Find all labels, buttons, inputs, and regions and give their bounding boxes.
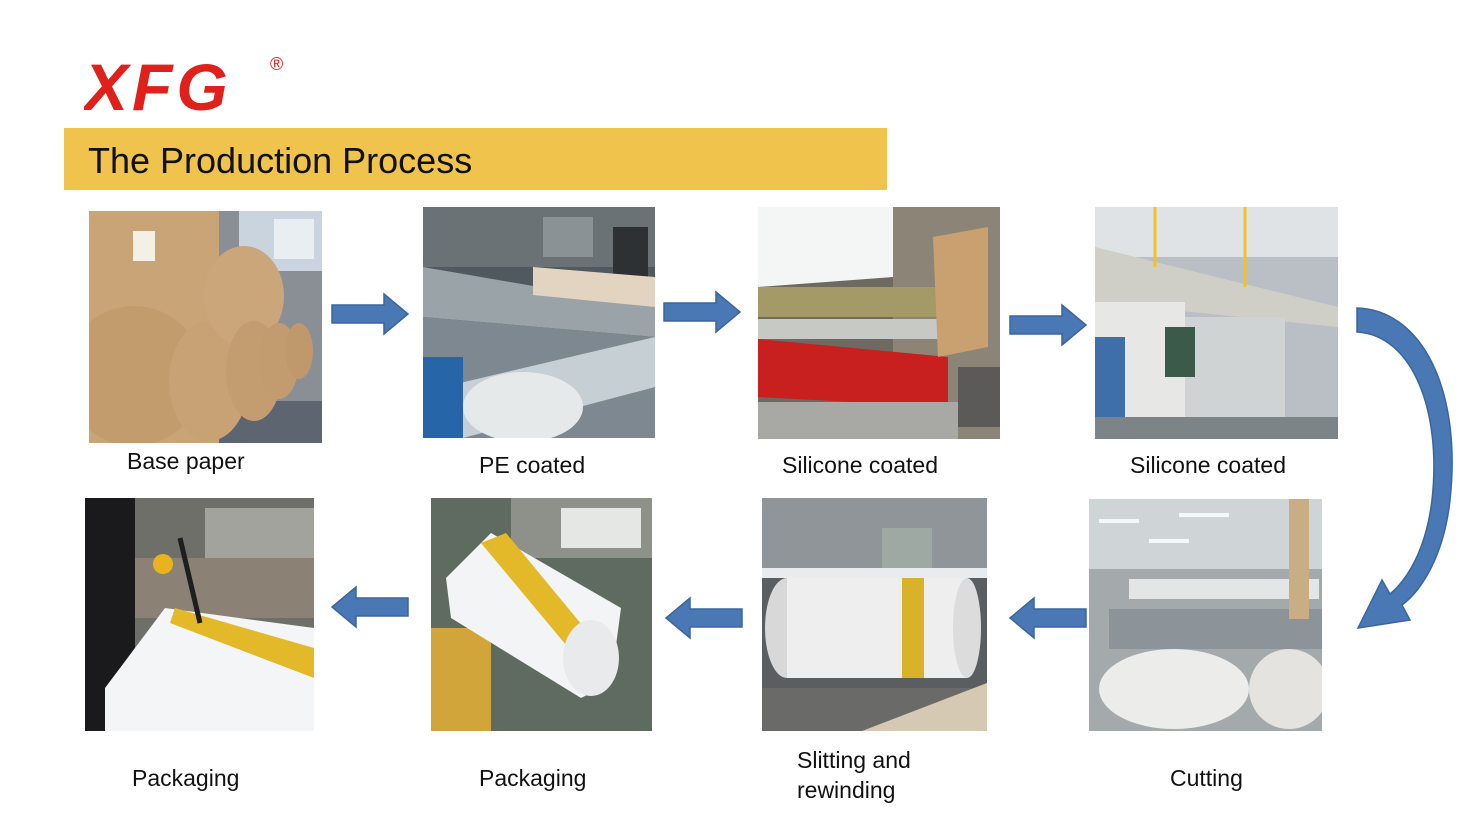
arrow-left-icon — [664, 596, 743, 640]
photo-packaging-2 — [85, 498, 314, 731]
caption-base-paper: Base paper — [127, 448, 245, 474]
photo-pe-coated — [423, 207, 655, 438]
caption-packaging-2: Packaging — [132, 765, 240, 791]
photo-silicone-coated-2 — [1095, 207, 1338, 439]
caption-packaging-1: Packaging — [479, 765, 587, 791]
photo-slitting-rewinding — [762, 498, 987, 731]
xfg-logo: XFG ® — [84, 52, 283, 118]
arrow-right-icon — [663, 290, 742, 334]
caption-cutting: Cutting — [1170, 765, 1243, 791]
photo-base-paper — [89, 211, 322, 443]
caption-slitting-line1: Slitting and — [797, 747, 911, 773]
arrow-right-icon — [331, 292, 410, 336]
page-title: The Production Process — [88, 140, 473, 181]
photo-silicone-coated-1 — [758, 207, 1000, 439]
arrow-left-icon — [330, 585, 409, 629]
caption-silicone-coated-2: Silicone coated — [1130, 452, 1286, 478]
photo-packaging-1 — [431, 498, 652, 731]
arrow-right-icon — [1009, 303, 1088, 347]
curved-arrow-down-icon — [1356, 307, 1453, 629]
registered-mark: ® — [270, 54, 283, 74]
photo-cutting — [1089, 499, 1322, 731]
title-banner: The Production Process — [64, 128, 887, 190]
caption-silicone-coated-1: Silicone coated — [782, 452, 938, 478]
arrow-left-icon — [1008, 596, 1087, 640]
caption-slitting-line2: rewinding — [797, 777, 896, 803]
caption-pe-coated: PE coated — [479, 452, 586, 478]
logo-text: XFG — [84, 52, 232, 118]
